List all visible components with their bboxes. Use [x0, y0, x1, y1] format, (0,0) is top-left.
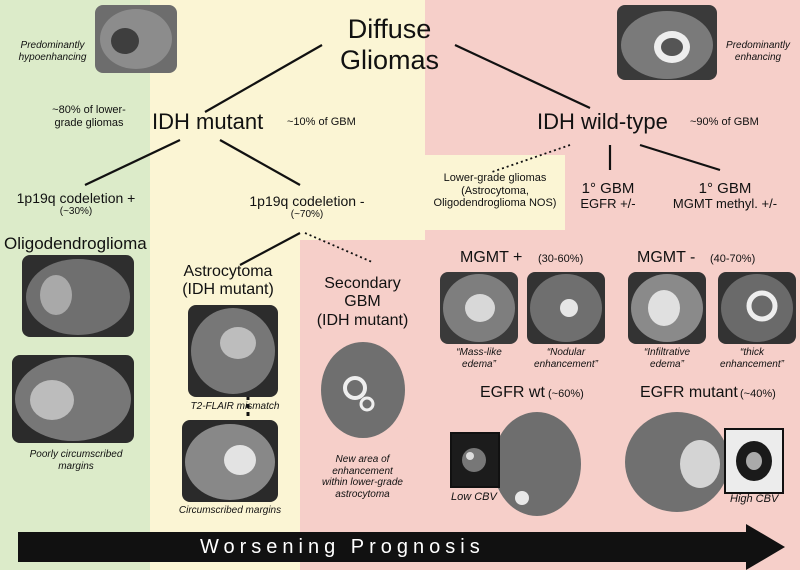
idh-mutant-title: IDH mutant	[152, 109, 264, 134]
idh-wildtype-lower-grade-gliomas: Lower-grade gliomas (Astrocytoma, Oligod…	[433, 172, 557, 210]
circumscribed-margins-caption: Circumscribed margins	[178, 505, 282, 516]
mgmt-negative-pct: (40-70%)	[710, 253, 756, 265]
idh-wildtype-gbm-note: ~90% of GBM	[690, 116, 759, 128]
mass-like-edema-caption: “Mass-like edema”	[456, 347, 502, 370]
primary-gbm-mgmt: 1° GBM MGMT methyl. +/-	[672, 180, 778, 212]
mri-mass-like-edema-image	[440, 272, 518, 344]
mri-nodular-enhancement-image	[527, 272, 605, 344]
egfr-wt-pct: (~60%)	[548, 388, 584, 400]
oligodendroglioma-title: Oligodendroglioma	[4, 234, 147, 253]
mgmt-negative-title: MGMT -	[637, 249, 696, 266]
mri-t2-flair-mismatch-image	[188, 305, 278, 397]
egfr-wt-title: EGFR wt	[480, 384, 545, 401]
primary-gbm-egfr: 1° GBM EGFR +/-	[580, 180, 636, 212]
mri-egfr-wt-cbv-inset	[450, 432, 500, 488]
idh-mutant-lgg-note: ~80% of lower- grade gliomas	[52, 104, 126, 129]
codeletion-negative: 1p19q codeletion - (~70%)	[249, 193, 365, 221]
thick-enhancement-caption: “thick enhancement”	[720, 347, 784, 370]
codeletion-positive: 1p19q codeletion + (~30%)	[16, 190, 136, 218]
idh-wildtype-title: IDH wild-type	[537, 109, 668, 134]
secondary-gbm-caption: New area of enhancement within lower-gra…	[322, 454, 403, 500]
prognosis-label: Worsening Prognosis	[200, 536, 485, 558]
enhancing-caption: Predominantly enhancing	[726, 40, 790, 63]
egfr-mutant-title: EGFR mutant	[640, 384, 738, 401]
mri-egfr-mutant-cbv-inset	[724, 428, 784, 494]
mri-enhancing-image	[617, 5, 717, 80]
mgmt-positive-pct: (30-60%)	[538, 253, 584, 265]
mri-egfr-mutant-image	[622, 408, 732, 516]
mri-thick-enhancement-image	[718, 272, 796, 344]
secondary-gbm-title: Secondary GBM (IDH mutant)	[316, 275, 409, 329]
infiltrative-edema-caption: “Infiltrative edema”	[643, 347, 691, 370]
diffuse-gliomas-title: Diffuse Gliomas	[339, 14, 440, 76]
hypoenhancing-caption: Predominantly hypoenhancing	[18, 40, 87, 63]
high-cbv-caption: High CBV	[730, 493, 779, 505]
mri-secondary-gbm-image	[315, 340, 410, 440]
nodular-enhancement-caption: “Nodular enhancement”	[534, 347, 598, 370]
low-cbv-caption: Low CBV	[451, 491, 497, 503]
mri-oligodendroglioma-image2	[12, 355, 134, 443]
idh-mutant-gbm-note: ~10% of GBM	[287, 116, 356, 128]
mri-infiltrative-edema-image	[628, 272, 706, 344]
mri-oligodendroglioma-image1	[22, 255, 134, 337]
astrocytoma-title: Astrocytoma (IDH mutant)	[182, 263, 274, 299]
t2-flair-mismatch-caption: T2-FLAIR mismatch	[190, 401, 280, 412]
oligodendroglioma-caption: Poorly circumscribed margins	[29, 449, 123, 472]
mri-egfr-wt-image	[488, 408, 586, 520]
mri-circumscribed-margins-image	[182, 420, 278, 502]
egfr-mutant-pct: (~40%)	[740, 388, 776, 400]
mri-hypoenhancing-image	[95, 5, 177, 73]
yellow-zone-lower-grade	[425, 155, 565, 230]
mgmt-positive-title: MGMT +	[460, 249, 523, 266]
